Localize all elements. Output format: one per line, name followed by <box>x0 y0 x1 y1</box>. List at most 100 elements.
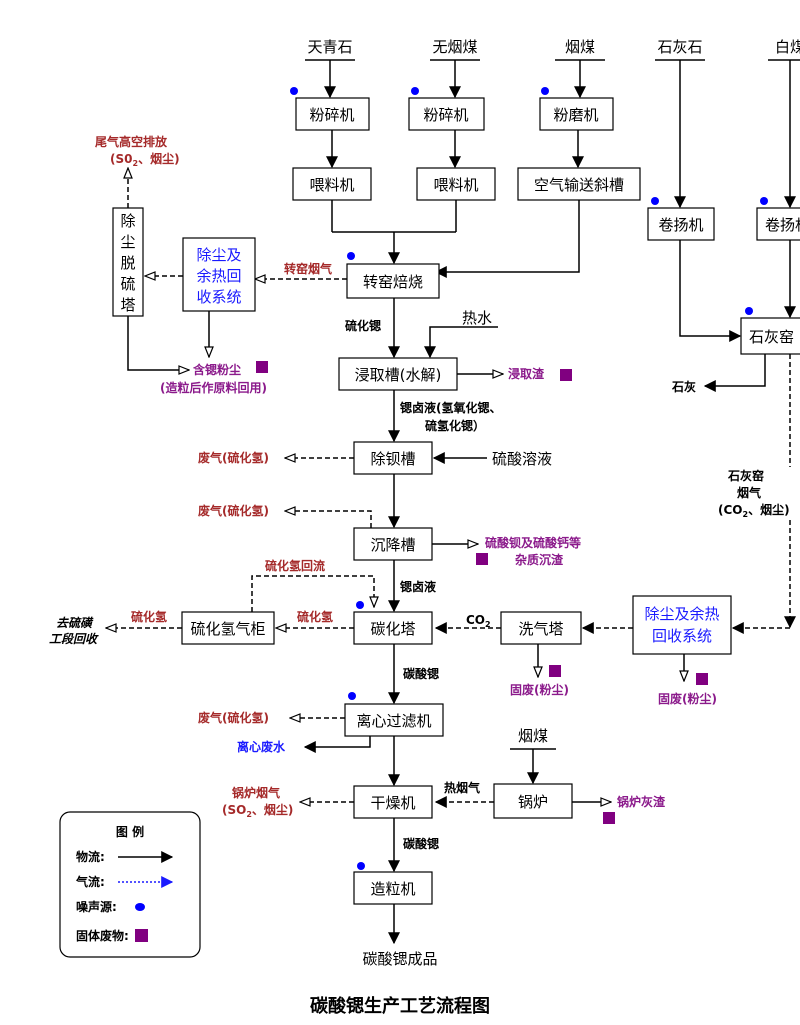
hoist-2-box <box>756 207 800 241</box>
mill-label: 粉磨机 <box>553 106 598 124</box>
dust-heat-2-line-2: 回收系统 <box>652 627 712 645</box>
noise-dot-kiln <box>347 252 355 260</box>
boiler-label: 锅炉 <box>518 793 548 811</box>
waste-gas-2-label: 废气(硫化氢) <box>198 503 269 518</box>
crusher-1-box <box>295 97 370 131</box>
noise-dot-mill <box>541 87 549 95</box>
h2s-reflux-label: 硫化氢回流 <box>265 558 325 573</box>
raw-celestite: 天青石 <box>305 38 355 99</box>
granulator-box <box>353 871 433 905</box>
solid-waste-leach <box>560 369 572 381</box>
dust-heat-2-line-1: 除尘及余热 <box>644 605 719 623</box>
svg-text:天青石: 天青石 <box>307 38 352 56</box>
air-chute-label: 空气输送斜槽 <box>534 176 624 194</box>
sr-carbonate-label-1: 碳酸锶 <box>403 666 439 681</box>
solid-waste-sr-dust <box>256 361 268 373</box>
noise-dot-hoist-2 <box>760 197 768 205</box>
desulf-char-1: 除 <box>120 212 135 230</box>
noise-dot-granulator <box>357 862 365 870</box>
hoist-2-label: 卷扬机 <box>765 216 800 234</box>
barium-removal-label: 除钡槽 <box>370 450 415 468</box>
noise-dot-lime-kiln <box>745 307 753 315</box>
sr-dust-label: 含锶粉尘 <box>193 362 241 377</box>
legend-box <box>59 811 201 958</box>
noise-dot-carbonation <box>356 601 364 609</box>
diagram-title: 碳酸锶生产工艺流程图 <box>310 995 490 1017</box>
noise-dot-centrifuge <box>348 692 356 700</box>
dryer-box <box>353 785 433 819</box>
legend: 图 例 物流: 气流: 噪声源: 固体废物: <box>59 811 201 958</box>
settling-tank-label: 沉降槽 <box>370 536 415 554</box>
lime-kiln-label: 石灰窑 <box>749 328 794 346</box>
raw-coal-1: 烟煤 <box>555 38 605 99</box>
crusher-2-label: 粉碎机 <box>423 106 468 124</box>
solid-waste-1-label: 固废(粉尘) <box>510 682 569 697</box>
boiler-box <box>493 783 573 819</box>
solid-waste-dust-heat-2 <box>696 673 708 685</box>
legend-noise: 噪声源: <box>76 899 117 914</box>
granulator-label: 造粒机 <box>370 880 415 898</box>
centrifuge-label: 离心过滤机 <box>356 712 431 730</box>
co2-label: CO2 <box>466 613 491 629</box>
solid-waste-2-label: 固废(粉尘) <box>658 691 717 706</box>
settling-tank-box <box>353 527 433 561</box>
dust-heat-1-box <box>182 237 256 312</box>
raw-limestone: 石灰石 <box>655 38 705 209</box>
noise-dot-hoist-1 <box>651 197 659 205</box>
leach-tank-label: 浸取槽(水解) <box>355 366 442 384</box>
kiln-gas-label: 转窑烟气 <box>284 261 332 276</box>
sr-brine-label-2: 硫氢化锶） <box>425 418 485 433</box>
mill-box <box>539 97 614 131</box>
legend-title: 图 例 <box>116 824 144 839</box>
to-sulfur-label-1: 去硫磺 <box>56 616 94 630</box>
hoist-1-box <box>647 207 715 241</box>
boiler-gas-label-2: (SO2、烟尘) <box>222 802 293 819</box>
centrifuge-water-label: 离心废水 <box>237 739 286 754</box>
lime-kiln-gas-1: 石灰窑 <box>727 468 764 483</box>
feeder-2-label: 喂料机 <box>433 176 478 194</box>
legend-solid: 固体废物: <box>76 928 129 943</box>
desulf-char-2: 尘 <box>120 233 135 251</box>
dust-heat-1-line-1: 除尘及 <box>196 246 241 264</box>
gas-washer-box <box>500 611 582 645</box>
carbonation-tower-label: 碳化塔 <box>370 620 415 638</box>
feeder-1-label: 喂料机 <box>309 176 354 194</box>
lime-label: 石灰 <box>671 379 696 394</box>
h2s-holder-label: 硫化氢气柜 <box>190 620 265 638</box>
raw-anthracite: 无烟煤 <box>430 38 480 99</box>
legend-gas: 气流: <box>75 874 105 889</box>
impurity-label-1: 硫酸钡及硫酸钙等 <box>485 535 581 550</box>
dust-heat-1-line-3: 收系统 <box>196 288 241 306</box>
lime-kiln-box <box>740 317 800 355</box>
boiler-gas-label-1: 锅炉烟气 <box>232 785 280 800</box>
waste-gas-3-label: 废气(硫化氢) <box>198 710 269 725</box>
boiler-slag-label: 锅炉灰渣 <box>617 794 666 809</box>
desulf-char-5: 塔 <box>120 296 135 314</box>
lime-kiln-gas-2: 烟气 <box>737 485 761 500</box>
to-sulfur-label-2: 工段回收 <box>49 632 99 646</box>
svg-text:石灰石: 石灰石 <box>657 38 702 56</box>
svg-text:无烟煤: 无烟煤 <box>432 38 477 56</box>
h2s-label-b: 硫化氢 <box>297 609 333 624</box>
sr-dust-sub: (造粒后作原料回用) <box>160 380 267 395</box>
legend-solid-square <box>135 929 148 942</box>
exhaust-high-sub: (S02、烟尘) <box>110 151 180 168</box>
dust-heat-1-line-2: 余热回 <box>196 267 241 285</box>
lime-kiln-gas-3: (CO2、烟尘) <box>718 502 790 519</box>
sulfuric-label: 硫酸溶液 <box>492 450 552 468</box>
sr-brine-short-label: 锶卤液 <box>399 579 436 594</box>
desulf-char-3: 脱 <box>120 254 135 272</box>
solid-waste-boiler <box>603 812 615 824</box>
svg-text:白煤: 白煤 <box>775 38 800 56</box>
legend-material: 物流: <box>76 849 105 864</box>
svg-text:烟煤: 烟煤 <box>565 38 595 56</box>
h2s-holder-box <box>181 611 275 645</box>
solid-waste-impurity <box>476 553 488 565</box>
hot-gas-label: 热烟气 <box>444 780 480 795</box>
feeder-2-box <box>416 167 496 201</box>
leach-residue-label: 浸取渣 <box>508 366 545 381</box>
sr-brine-label-1: 锶卤液(氢氧化锶、 <box>399 400 502 415</box>
carbonation-tower-box <box>353 611 433 645</box>
impurity-label-2: 杂质沉渣 <box>515 552 564 567</box>
